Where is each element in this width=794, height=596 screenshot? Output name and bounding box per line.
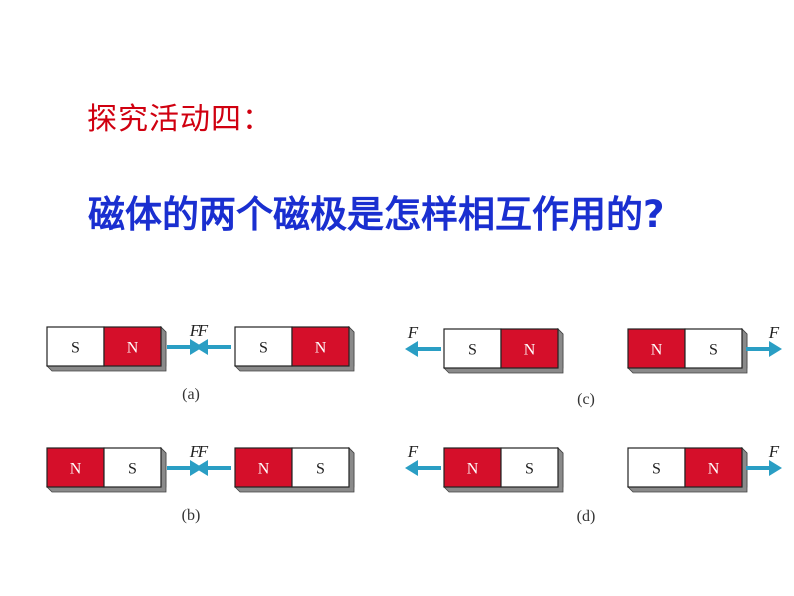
pole-label: S xyxy=(468,342,477,359)
north-pole xyxy=(627,328,686,369)
force-arrow: F xyxy=(167,442,203,476)
arrow-head xyxy=(769,460,782,476)
south-pole xyxy=(443,328,502,369)
force-arrow: F xyxy=(167,321,203,355)
north-pole xyxy=(103,326,162,367)
pole-label: N xyxy=(651,342,663,359)
force-label: F xyxy=(197,321,209,340)
north-pole xyxy=(291,326,350,367)
south-pole xyxy=(684,328,743,369)
pole-label: N xyxy=(127,340,139,357)
north-pole xyxy=(46,447,105,488)
force-label: F xyxy=(768,323,780,342)
activity-heading: 探究活动四： xyxy=(87,102,273,137)
force-arrow: F xyxy=(195,321,231,355)
force-label: F xyxy=(189,442,201,461)
force-label: F xyxy=(768,442,780,461)
south-pole xyxy=(46,326,105,367)
arrow-head xyxy=(769,341,782,357)
north-pole xyxy=(500,328,559,369)
pole-label: S xyxy=(525,461,534,478)
question-text: 磁体的两个磁极是怎样相互作用的? xyxy=(88,193,665,236)
arrow-head xyxy=(405,460,418,476)
south-pole xyxy=(627,447,686,488)
force-label: F xyxy=(407,323,419,342)
pole-label: N xyxy=(315,340,327,357)
south-pole xyxy=(291,447,350,488)
force-arrow: F xyxy=(405,442,441,476)
arrow-head xyxy=(195,460,208,476)
pole-label: N xyxy=(258,461,270,478)
panel-caption: (b) xyxy=(182,507,201,524)
force-label: F xyxy=(407,442,419,461)
panel-caption: (d) xyxy=(577,508,596,525)
pole-label: N xyxy=(467,461,479,478)
force-arrow: F xyxy=(405,323,441,357)
south-pole xyxy=(500,447,559,488)
pole-label: S xyxy=(128,461,137,478)
pole-label: S xyxy=(709,342,718,359)
pole-label: S xyxy=(259,340,268,357)
north-pole xyxy=(684,447,743,488)
pole-label: N xyxy=(70,461,82,478)
south-pole xyxy=(103,447,162,488)
force-arrow: F xyxy=(746,323,782,357)
pole-label: N xyxy=(524,342,536,359)
force-arrow: F xyxy=(746,442,782,476)
arrow-head xyxy=(405,341,418,357)
force-arrow: F xyxy=(195,442,231,476)
arrow-head xyxy=(195,339,208,355)
pole-label: S xyxy=(316,461,325,478)
pole-label: S xyxy=(652,461,661,478)
panel-caption: (c) xyxy=(577,391,595,408)
pole-label: N xyxy=(708,461,720,478)
force-label: F xyxy=(197,442,209,461)
force-label: F xyxy=(189,321,201,340)
pole-label: S xyxy=(71,340,80,357)
north-pole xyxy=(443,447,502,488)
panel-caption: (a) xyxy=(182,386,200,403)
